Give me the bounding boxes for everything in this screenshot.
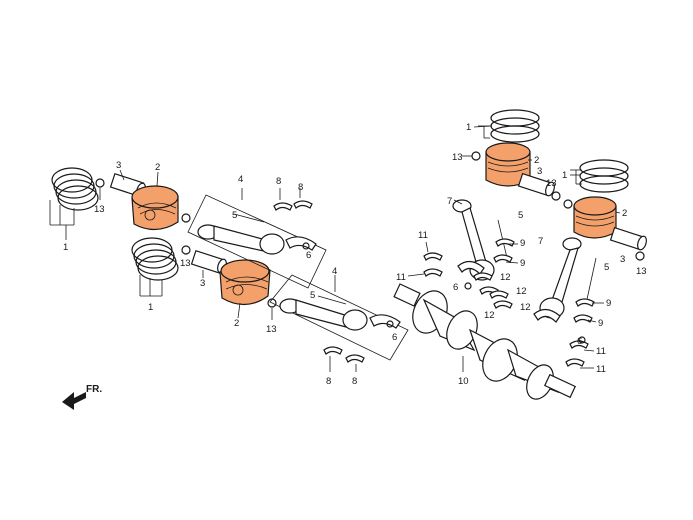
rod-bearing-shell-9a[interactable] [495, 238, 515, 247]
connecting-rod-assembly-box-lower [269, 274, 409, 361]
callout-6: 6 [577, 336, 582, 347]
rod-bearing-shell-lower-left[interactable] [323, 346, 343, 355]
callout-6: 6 [306, 250, 311, 261]
front-direction-arrow-icon [62, 392, 86, 410]
connecting-rod-right-lower[interactable] [539, 237, 582, 319]
piston-pin-clip[interactable] [563, 199, 573, 209]
main-bearing-11a[interactable] [423, 252, 443, 261]
piston-pin-clip[interactable] [471, 151, 481, 161]
callout-2: 2 [234, 318, 239, 329]
callout-13: 13 [636, 266, 647, 277]
callout-1: 1 [466, 122, 471, 133]
callout-4: 4 [238, 174, 243, 185]
rod-nut[interactable] [464, 282, 472, 290]
thrust-washer-12d[interactable] [493, 300, 513, 309]
rod-bearing-shell-9c[interactable] [575, 298, 595, 307]
callout-11: 11 [396, 272, 406, 283]
callout-1: 1 [63, 242, 68, 253]
crankshaft[interactable] [393, 283, 577, 403]
piston-pin-right-upper[interactable] [517, 172, 556, 197]
callout-13: 13 [266, 324, 277, 335]
thrust-washer-12a[interactable] [473, 272, 493, 281]
thrust-washer-12c[interactable] [489, 290, 509, 299]
callout-8: 8 [276, 176, 281, 187]
callout-2: 2 [622, 208, 627, 219]
callout-3: 3 [537, 166, 542, 177]
callout-1: 1 [562, 170, 567, 181]
main-bearing-11b[interactable] [423, 268, 443, 277]
piston-ring-set-right-upper[interactable] [490, 109, 540, 143]
rod-bearing-shell-9d[interactable] [573, 314, 593, 323]
piston-highlighted-left-lower[interactable] [219, 259, 271, 306]
callout-7: 7 [447, 196, 452, 207]
rod-bearing-cap-upper[interactable] [285, 236, 317, 251]
piston-pin-clip[interactable] [181, 245, 191, 255]
rod-bearing-cap-lower[interactable] [369, 314, 401, 329]
connecting-rod-assembly-box-upper [187, 194, 327, 289]
piston-ring-set-right-lower[interactable] [579, 159, 629, 193]
callout-4: 4 [332, 266, 337, 277]
callout-5: 5 [518, 210, 523, 221]
callout-11: 11 [596, 364, 606, 375]
callout-6: 6 [453, 282, 458, 293]
callout-11: 11 [418, 230, 428, 241]
main-bearing-11d[interactable] [565, 358, 585, 367]
callout-8: 8 [326, 376, 331, 387]
callout-labels: 1 1 1 1 2 2 2 2 3 3 3 3 4 4 5 5 5 5 6 6 … [63, 122, 647, 387]
callout-12: 12 [520, 302, 531, 313]
rod-nut[interactable] [386, 320, 394, 328]
piston-pin-right-lower[interactable] [609, 226, 648, 251]
callout-1: 1 [148, 302, 153, 313]
piston-highlighted-right-lower[interactable] [573, 196, 617, 239]
callout-13: 13 [94, 204, 105, 215]
callout-13: 13 [546, 178, 557, 189]
callout-8: 8 [352, 376, 357, 387]
rod-bearing-shell-upper-right[interactable] [293, 200, 313, 209]
callout-12: 12 [500, 272, 511, 283]
callout-8: 8 [298, 182, 303, 193]
callout-2: 2 [155, 162, 160, 173]
callout-9: 9 [598, 318, 603, 329]
callout-10: 10 [458, 376, 469, 387]
piston-highlighted-right-upper[interactable] [485, 142, 531, 187]
piston-highlighted-left-upper[interactable] [131, 185, 179, 231]
connecting-rod-lower[interactable] [279, 298, 368, 331]
callout-5: 5 [604, 262, 609, 273]
piston-pin-clip[interactable] [551, 191, 561, 201]
piston-pin-clip[interactable] [181, 213, 191, 223]
rod-bearing-shell-lower-right[interactable] [345, 354, 365, 363]
rod-bolt[interactable] [233, 213, 265, 223]
rod-bearing-cap-right-lower[interactable] [533, 308, 561, 323]
front-direction-label: FR. [86, 384, 102, 395]
rod-bolt[interactable] [585, 257, 597, 305]
callout-9: 9 [520, 258, 525, 269]
piston-pin-clip[interactable] [95, 178, 105, 188]
callout-13: 13 [452, 152, 463, 163]
callout-5: 5 [310, 290, 315, 301]
rod-nut[interactable] [302, 242, 310, 250]
callout-9: 9 [606, 298, 611, 309]
callout-9: 9 [520, 238, 525, 249]
rod-bearing-shell-9b[interactable] [493, 254, 513, 263]
callout-7: 7 [538, 236, 543, 247]
rod-nut[interactable] [578, 336, 586, 344]
callout-3: 3 [116, 160, 121, 171]
piston-pin-clip[interactable] [635, 251, 645, 261]
callout-3: 3 [620, 254, 625, 265]
callout-13: 13 [180, 258, 191, 269]
callout-12: 12 [484, 310, 495, 321]
connecting-rod-upper[interactable] [197, 224, 285, 255]
piston-ring-set-left-lower[interactable] [131, 237, 179, 281]
callout-5: 5 [232, 210, 237, 221]
rod-bolt[interactable] [317, 295, 347, 305]
callout-3: 3 [200, 278, 205, 289]
callout-6: 6 [392, 332, 397, 343]
callout-11: 11 [596, 346, 606, 357]
piston-ring-set-left-upper[interactable] [51, 167, 99, 211]
rod-bearing-shell-upper-left[interactable] [273, 202, 293, 211]
callout-12: 12 [516, 286, 527, 297]
callout-2: 2 [534, 155, 539, 166]
